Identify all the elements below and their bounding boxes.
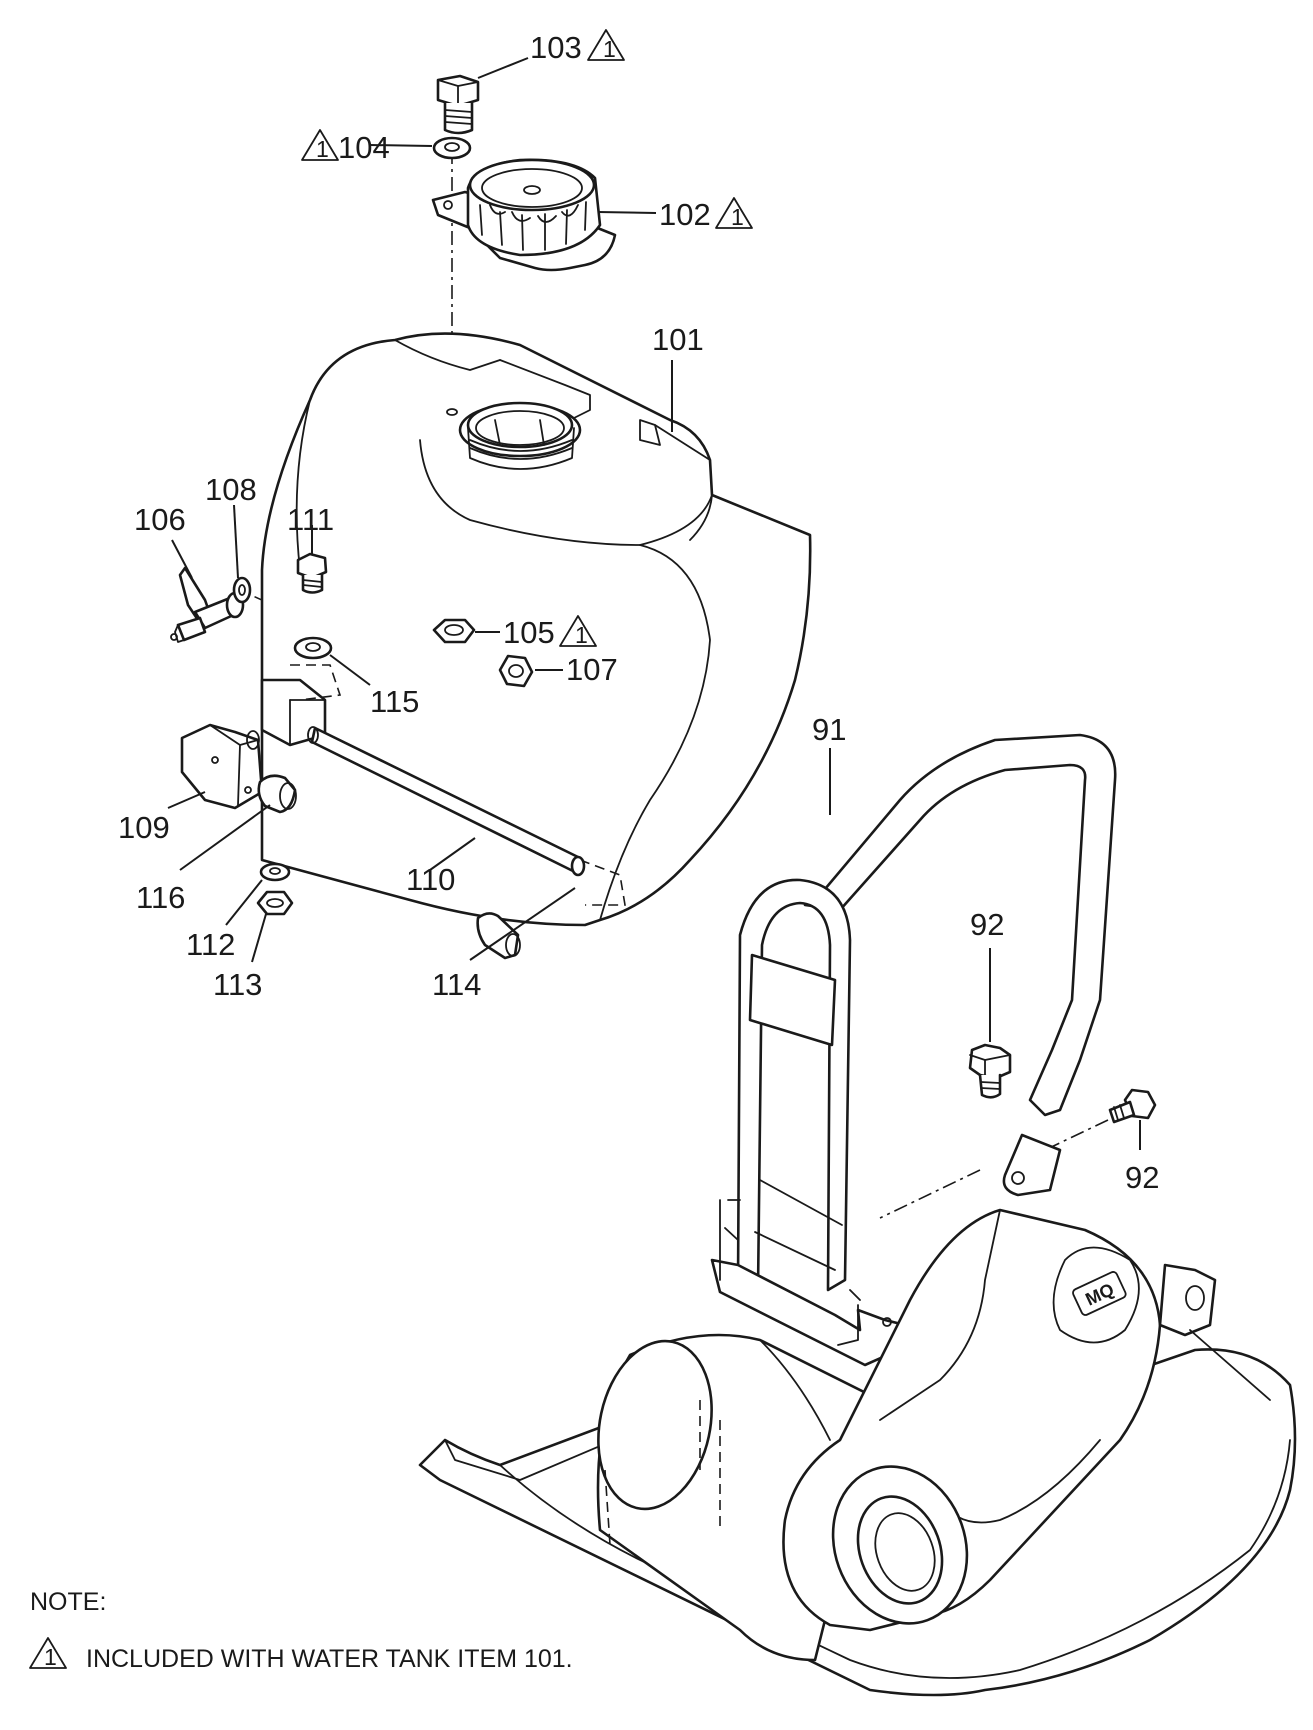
callout-104: 104 bbox=[338, 130, 390, 165]
callout-105: 105 bbox=[503, 615, 555, 650]
bolt-92-right bbox=[1108, 1088, 1157, 1124]
note-triangle-number: 1 bbox=[44, 1644, 57, 1670]
callout-113: 113 bbox=[213, 967, 262, 1002]
sight-guard-109 bbox=[180, 723, 264, 810]
triangle-mark-105: 1 bbox=[559, 615, 597, 648]
sight-tube bbox=[307, 726, 586, 877]
bolt-92-left bbox=[968, 1043, 1012, 1099]
filler-cap bbox=[431, 158, 617, 272]
triangle-mark-104-number: 1 bbox=[316, 136, 329, 162]
plug-114 bbox=[476, 912, 521, 960]
callout-115: 115 bbox=[370, 684, 419, 719]
callout-110: 110 bbox=[406, 862, 455, 897]
callout-114: 114 bbox=[432, 967, 481, 1002]
callout-103: 103 bbox=[530, 30, 582, 65]
tank-frame-91 bbox=[710, 733, 1117, 1367]
callout-107: 107 bbox=[566, 652, 618, 687]
callout-112: 112 bbox=[186, 927, 235, 962]
drain-bolt-111 bbox=[296, 552, 328, 594]
note-triangle-mark: 1 bbox=[29, 1637, 67, 1670]
bolt-103 bbox=[436, 74, 480, 135]
fitting-116 bbox=[257, 774, 297, 814]
triangle-mark-103-number: 1 bbox=[603, 36, 616, 62]
note-text: INCLUDED WITH WATER TANK ITEM 101. bbox=[86, 1645, 573, 1673]
nut-113 bbox=[256, 890, 294, 916]
washer-108 bbox=[232, 576, 252, 604]
callout-102: 102 bbox=[659, 197, 711, 232]
callout-111: 111 bbox=[287, 502, 334, 537]
note-block: NOTE: 1 INCLUDED WITH WATER TANK ITEM 10… bbox=[29, 1588, 573, 1673]
mq-logo: MQ bbox=[1072, 1271, 1127, 1316]
triangle-mark-105-number: 1 bbox=[575, 622, 588, 648]
triangle-mark-103: 1 bbox=[587, 29, 625, 62]
nut-105 bbox=[432, 618, 476, 644]
nut-107 bbox=[498, 654, 534, 688]
plate-compactor-base: MQ bbox=[418, 1208, 1297, 1697]
callout-101: 101 bbox=[652, 322, 704, 357]
drain-valve-106 bbox=[170, 566, 245, 643]
callout-91: 91 bbox=[812, 712, 846, 747]
washer-112 bbox=[259, 862, 291, 882]
callout-106: 106 bbox=[134, 502, 186, 537]
callout-109: 109 bbox=[118, 810, 170, 845]
triangle-mark-102: 1 bbox=[715, 197, 753, 230]
washer-104 bbox=[432, 136, 472, 160]
leader-lines bbox=[167, 57, 1141, 1150]
triangle-mark-102-number: 1 bbox=[731, 204, 744, 230]
callout-92-upper: 92 bbox=[970, 907, 1004, 942]
callout-108: 108 bbox=[205, 472, 257, 507]
note-heading: NOTE: bbox=[30, 1588, 106, 1616]
callout-92-lower: 92 bbox=[1125, 1160, 1159, 1195]
callout-116: 116 bbox=[136, 880, 185, 915]
washer-115 bbox=[293, 636, 333, 660]
callout-labels: 103 1 1 104 102 1 101 108 106 111 105 1 … bbox=[118, 29, 1159, 1195]
triangle-mark-104: 1 bbox=[301, 129, 339, 162]
